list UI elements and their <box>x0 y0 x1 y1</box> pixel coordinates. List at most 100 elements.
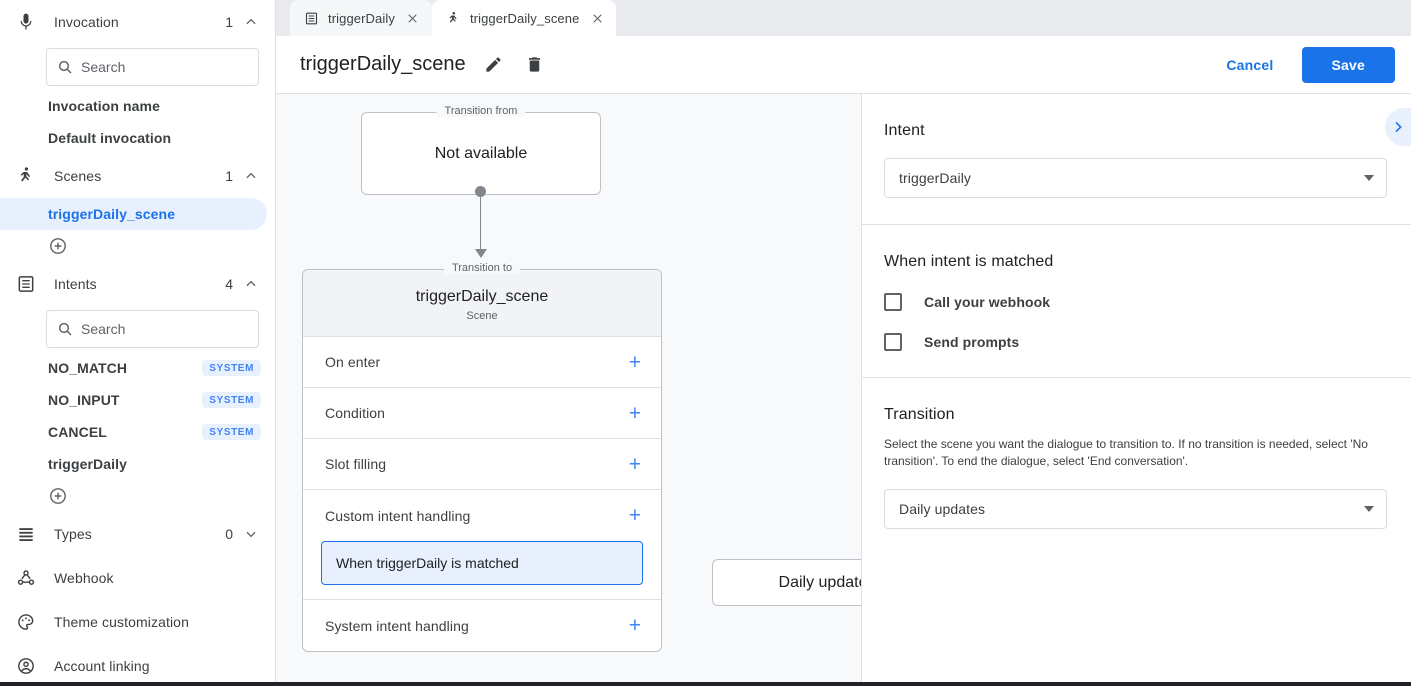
sidebar-item-label: Default invocation <box>48 130 172 146</box>
chevron-up-icon[interactable] <box>243 168 259 184</box>
chevron-down-icon[interactable] <box>243 526 259 542</box>
scene-block-custom-intent-handling: Custom intent handling + When triggerDai… <box>303 490 661 600</box>
microphone-icon <box>14 10 38 34</box>
add-intent-button[interactable] <box>0 480 275 512</box>
chevron-right-icon[interactable] <box>1385 108 1411 146</box>
sidebar-item-label: Invocation name <box>48 98 160 114</box>
close-icon[interactable] <box>588 9 606 27</box>
scene-row-on-enter[interactable]: On enter + <box>303 337 661 388</box>
account-circle-icon <box>14 654 38 678</box>
intents-search-box[interactable] <box>46 310 259 348</box>
sidebar-item-label: triggerDaily <box>48 456 127 472</box>
add-on-enter-button[interactable]: + <box>628 350 641 374</box>
add-scene-button[interactable] <box>0 230 275 262</box>
transition-from-node[interactable]: Transition from Not available <box>361 105 601 195</box>
checkbox-icon[interactable] <box>884 293 902 311</box>
checkbox-send-prompts[interactable]: Send prompts <box>884 333 1387 351</box>
page-title: triggerDaily_scene <box>300 53 466 75</box>
sidebar-item-triggerdaily-scene[interactable]: triggerDaily_scene <box>0 198 267 230</box>
scene-card-subtitle: Scene <box>466 310 498 322</box>
add-slot-filling-button[interactable]: + <box>628 452 641 476</box>
invocation-search-wrap <box>0 44 275 90</box>
intent-select[interactable]: triggerDaily <box>884 158 1387 198</box>
transition-from-value: Not available <box>434 144 528 162</box>
search-icon <box>57 321 73 337</box>
content-body: Transition from Not available Transition… <box>276 94 1411 686</box>
chevron-up-icon[interactable] <box>243 14 259 30</box>
intent-select-value: triggerDaily <box>899 170 971 186</box>
sidebar-item-account-linking[interactable]: Account linking <box>0 644 275 686</box>
transition-to-legend: Transition to <box>443 262 521 274</box>
invocation-search-input[interactable] <box>81 59 248 75</box>
sidebar-item-label: Webhook <box>54 570 114 586</box>
scene-card-title: triggerDaily_scene <box>415 288 549 305</box>
sidebar-item-label: NO_INPUT <box>48 392 120 408</box>
scene-graph-canvas[interactable]: Transition from Not available Transition… <box>276 94 862 686</box>
trash-icon[interactable] <box>525 55 544 74</box>
connector-line-vertical <box>480 191 481 257</box>
checkbox-icon[interactable] <box>884 333 902 351</box>
panel-section-intent: Intent triggerDaily <box>862 94 1411 225</box>
scene-row-slot-filling[interactable]: Slot filling + <box>303 439 661 490</box>
sidebar-group-label: Scenes <box>54 168 102 184</box>
sidebar-item-label: CANCEL <box>48 424 107 440</box>
sidebar-item-default-invocation[interactable]: Default invocation <box>0 122 275 154</box>
sidebar-item-no-match[interactable]: NO_MATCH SYSTEM <box>0 352 275 384</box>
sidebar-group-intents[interactable]: Intents 4 <box>0 262 275 306</box>
add-system-intent-button[interactable]: + <box>628 614 641 637</box>
status-badge: SYSTEM <box>202 424 261 440</box>
connector-arrow-down <box>475 249 487 258</box>
scene-row-label: Condition <box>325 405 386 421</box>
sidebar-item-invocation-name[interactable]: Invocation name <box>0 90 275 122</box>
properties-panel: Intent triggerDaily When intent is match… <box>862 94 1411 686</box>
scene-row-label: System intent handling <box>325 617 469 634</box>
transition-select[interactable]: Daily updates <box>884 488 1387 529</box>
sidebar-item-triggerdaily[interactable]: triggerDaily <box>0 448 275 480</box>
tab-triggerdaily[interactable]: triggerDaily <box>290 0 432 36</box>
intents-search-input[interactable] <box>81 321 248 337</box>
tab-label: triggerDaily_scene <box>469 10 580 26</box>
intent-handler-chip[interactable]: When triggerDaily is matched <box>321 541 643 585</box>
when-matched-title: When intent is matched <box>884 253 1054 270</box>
intent-section-title: Intent <box>884 122 925 139</box>
checkbox-label: Call your webhook <box>924 294 1051 310</box>
sidebar-item-cancel[interactable]: CANCEL SYSTEM <box>0 416 275 448</box>
dropdown-arrow-icon <box>1364 175 1374 181</box>
chevron-up-icon[interactable] <box>243 276 259 292</box>
sidebar-item-no-input[interactable]: NO_INPUT SYSTEM <box>0 384 275 416</box>
sidebar-group-count: 0 <box>225 526 233 542</box>
sidebar-item-label: triggerDaily_scene <box>48 206 176 222</box>
add-custom-intent-button[interactable]: + <box>628 504 641 527</box>
daily-updates-node[interactable]: Tr Daily updates <box>712 559 861 606</box>
sidebar-group-count: 1 <box>225 168 233 184</box>
panel-section-transition: Transition Select the scene you want the… <box>862 378 1411 555</box>
transition-from-legend: Transition from <box>436 105 526 117</box>
sidebar-group-scenes[interactable]: Scenes 1 <box>0 154 275 198</box>
add-condition-button[interactable]: + <box>628 401 641 425</box>
sidebar-group-invocation[interactable]: Invocation 1 <box>0 0 275 44</box>
scene-node-card[interactable]: Transition to triggerDaily_scene Scene O… <box>302 262 662 652</box>
intent-icon <box>304 11 319 26</box>
save-button[interactable]: Save <box>1301 46 1395 83</box>
scene-row-custom-intent-handling[interactable]: Custom intent handling + <box>303 490 661 541</box>
scene-row-system-intent-handling[interactable]: System intent handling + <box>303 600 661 651</box>
close-icon[interactable] <box>404 9 422 27</box>
tab-bar: triggerDaily triggerDaily_scene <box>276 0 1411 36</box>
sidebar-item-theme-customization[interactable]: Theme customization <box>0 600 275 644</box>
intent-handler-chip-label: When triggerDaily is matched <box>336 555 519 571</box>
scene-icon <box>446 11 461 26</box>
scene-row-condition[interactable]: Condition + <box>303 388 661 439</box>
cancel-button[interactable]: Cancel <box>1212 48 1287 82</box>
sidebar-item-webhook[interactable]: Webhook <box>0 556 275 600</box>
main-area: triggerDaily triggerDaily_scene triggerD… <box>276 0 1411 686</box>
checkbox-call-your-webhook[interactable]: Call your webhook <box>884 293 1387 311</box>
tab-label: triggerDaily <box>328 10 395 26</box>
sidebar-group-types[interactable]: Types 0 <box>0 512 275 556</box>
invocation-search-box[interactable] <box>46 48 259 86</box>
checkbox-label: Send prompts <box>924 334 1020 350</box>
palette-icon <box>14 610 38 634</box>
sidebar-group-label: Types <box>54 526 92 542</box>
tab-triggerdaily-scene[interactable]: triggerDaily_scene <box>431 0 617 36</box>
pencil-icon[interactable] <box>484 55 503 74</box>
